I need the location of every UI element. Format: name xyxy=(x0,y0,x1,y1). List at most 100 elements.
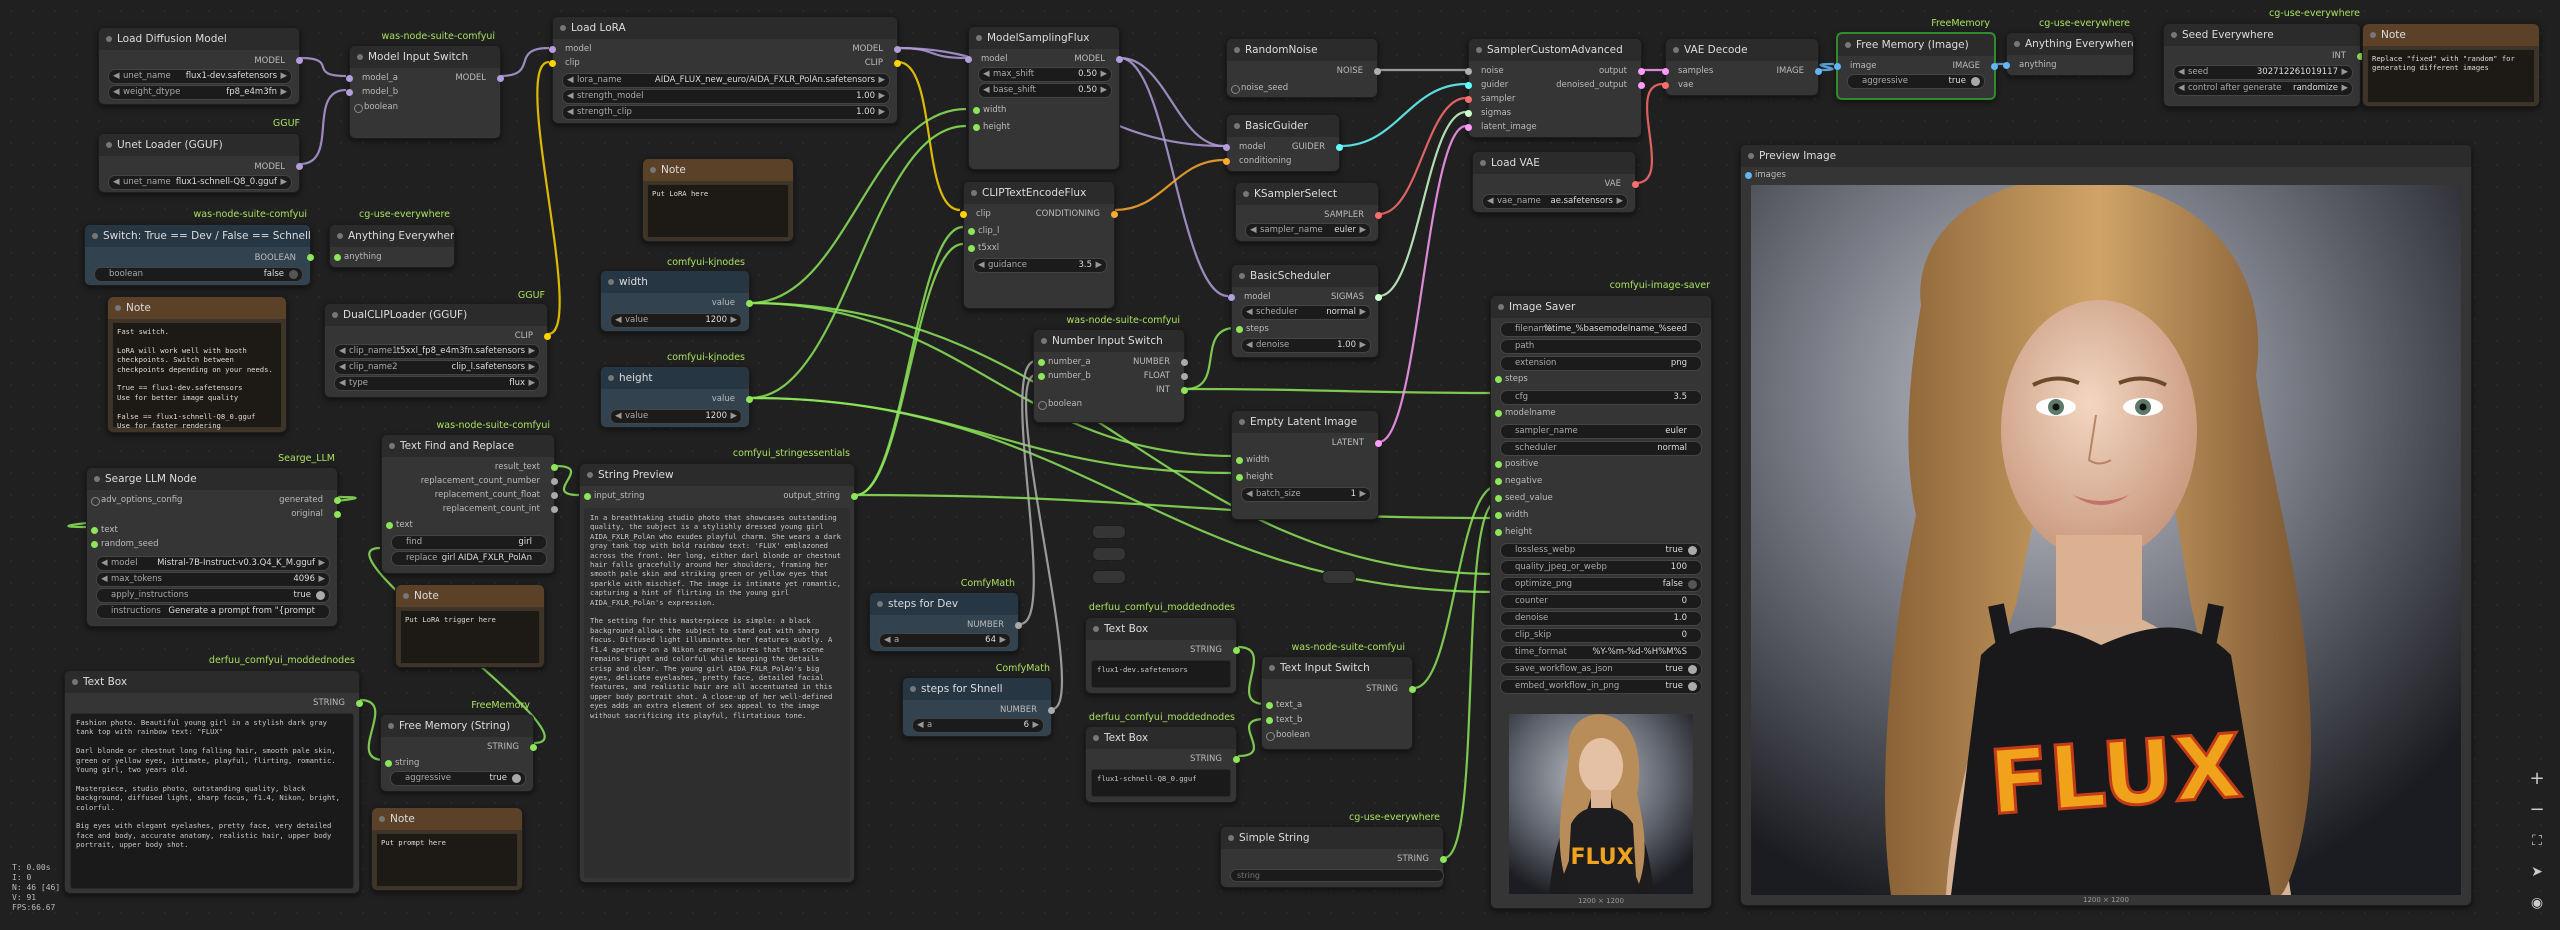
note-node[interactable]: Note Replace "fixed" with "random" for g… xyxy=(2362,23,2540,107)
anything-input-socket[interactable] xyxy=(2003,62,2010,69)
connection-wire[interactable] xyxy=(1185,326,1236,391)
model-input-socket[interactable] xyxy=(549,46,556,53)
clip-input-socket[interactable] xyxy=(960,211,967,218)
string-output-socket[interactable] xyxy=(1233,647,1240,654)
input-string-socket[interactable] xyxy=(584,493,591,500)
random-seed-input-socket[interactable] xyxy=(91,541,98,548)
positive-input-socket[interactable] xyxy=(1495,461,1502,468)
boolean-input-socket[interactable] xyxy=(354,104,363,113)
reroute-node[interactable] xyxy=(1322,570,1356,584)
model-output-socket[interactable] xyxy=(497,75,504,82)
connection-wire[interactable] xyxy=(299,88,347,166)
noise-seed-input-socket[interactable] xyxy=(1231,85,1240,94)
text-input-switch-node[interactable]: Text Input Switch STRING text_a text_b b… xyxy=(1261,656,1416,750)
conditioning-input-socket[interactable] xyxy=(1223,158,1230,165)
clip-output-socket[interactable] xyxy=(544,333,551,340)
clip-input-socket[interactable] xyxy=(549,60,556,67)
string-preview-node[interactable]: String Preview input_string output_strin… xyxy=(579,463,858,883)
float-output-socket[interactable] xyxy=(1181,373,1188,380)
preview-image-node[interactable]: Preview Image images FLUX 1200 × xyxy=(1740,144,2472,906)
model-output-socket[interactable] xyxy=(296,57,303,64)
sigmas-input-socket[interactable] xyxy=(1465,110,1472,117)
reroute-node[interactable] xyxy=(1092,570,1126,584)
connection-wire[interactable] xyxy=(897,46,967,60)
number-output-socket[interactable] xyxy=(1048,707,1055,714)
note-node[interactable]: Note Fast switch. LoRA will work well wi… xyxy=(107,296,287,433)
fit-view-icon[interactable]: ⛶ xyxy=(2532,833,2542,849)
connection-wire[interactable] xyxy=(1119,56,1225,148)
model-input-socket[interactable] xyxy=(965,56,972,63)
string-input-socket[interactable] xyxy=(385,760,392,767)
guider-output-socket[interactable] xyxy=(1336,144,1343,151)
model-output-socket[interactable] xyxy=(1116,56,1123,63)
simple-string-node[interactable]: Simple String STRING xyxy=(1220,826,1447,888)
note-node[interactable]: Note Put LoRA trigger here xyxy=(395,584,545,668)
text-box-prompt-node[interactable]: Text Box STRING Fashion photo. Beautiful… xyxy=(64,670,363,894)
connection-wire[interactable] xyxy=(855,493,1498,520)
denoised-output-socket[interactable] xyxy=(1638,82,1645,89)
text-find-replace-node[interactable]: Text Find and Replace result_text replac… xyxy=(381,434,558,574)
note-text[interactable]: Replace "fixed" with "random" for genera… xyxy=(2367,49,2535,103)
reroute-node[interactable] xyxy=(1092,547,1126,561)
connection-wire[interactable] xyxy=(1378,110,1467,298)
image-input-socket[interactable] xyxy=(1834,63,1841,70)
connection-wire[interactable] xyxy=(555,464,580,497)
vae-decode-node[interactable]: VAE Decode samples vae IMAGE xyxy=(1662,38,1822,96)
connection-wire[interactable] xyxy=(897,60,961,212)
height-input-socket[interactable] xyxy=(1495,529,1502,536)
connection-wire[interactable] xyxy=(1378,124,1467,444)
reroute-node[interactable] xyxy=(1092,525,1126,539)
negative-input-socket[interactable] xyxy=(1495,478,1502,485)
model-b-input-socket[interactable] xyxy=(346,89,353,96)
pointer-icon[interactable]: ➤ xyxy=(2531,864,2543,880)
clip-output-socket[interactable] xyxy=(894,60,901,67)
output-socket[interactable] xyxy=(551,506,558,513)
result-text-output-socket[interactable] xyxy=(551,464,558,471)
modelname-input-socket[interactable] xyxy=(1495,410,1502,417)
connection-wire[interactable] xyxy=(1119,56,1229,298)
string-input[interactable] xyxy=(1230,869,1444,882)
latent-image-input-socket[interactable] xyxy=(1465,124,1472,131)
adv-options-input-socket[interactable] xyxy=(91,497,100,506)
boolean-input-socket[interactable] xyxy=(1038,401,1047,410)
text-box-schnell-node[interactable]: Text Box STRING flux1-schnell-Q8_0.gguf xyxy=(1085,726,1240,803)
clip-l-input-socket[interactable] xyxy=(968,228,975,235)
string-output-socket[interactable] xyxy=(1233,756,1240,763)
sampler-input-socket[interactable] xyxy=(1465,96,1472,103)
number-b-input-socket[interactable] xyxy=(1038,373,1045,380)
height-input-socket[interactable] xyxy=(973,124,980,131)
connection-wire[interactable] xyxy=(855,225,964,497)
free-memory-image-node[interactable]: Free Memory (Image) image IMAGE aggressi… xyxy=(1834,32,1998,100)
switch-dev-schnell-node[interactable]: Switch: True == Dev / False == Schnell B… xyxy=(84,224,314,286)
boolean-output-socket[interactable] xyxy=(307,254,314,261)
height-input-socket[interactable] xyxy=(1236,474,1243,481)
string-output-socket[interactable] xyxy=(1409,686,1416,693)
model-a-input-socket[interactable] xyxy=(346,75,353,82)
sigmas-output-socket[interactable] xyxy=(1375,294,1382,301)
connection-wire[interactable] xyxy=(1114,158,1225,212)
